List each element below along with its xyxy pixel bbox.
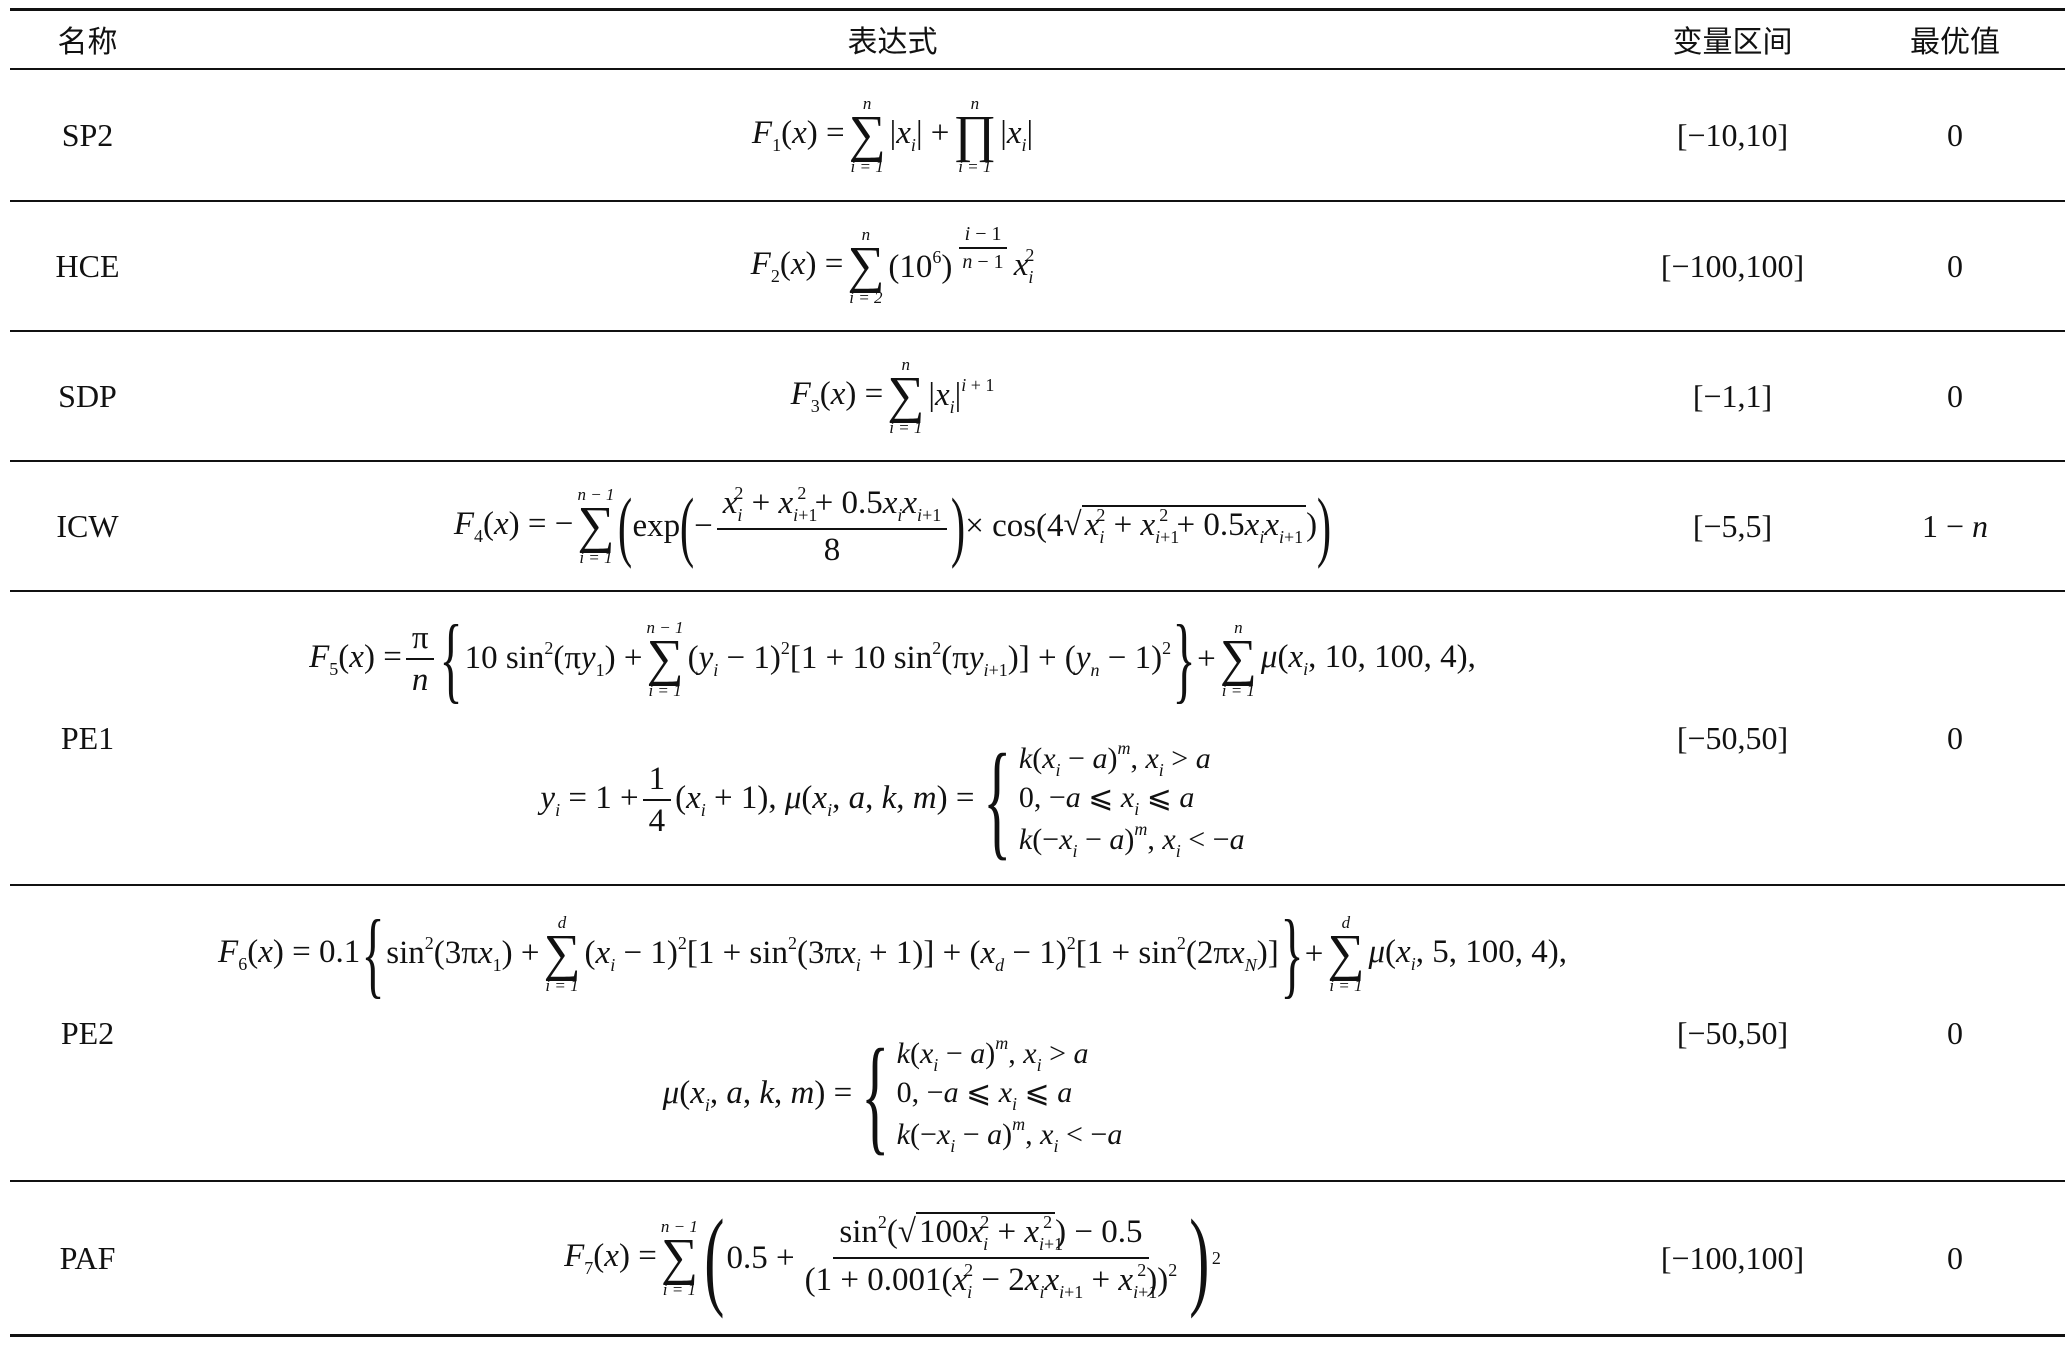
variable-range: [−10,10] [1676, 116, 1789, 153]
table-row: PAF F7(x) = n − 1∑i = 1 ( 0.5 + sin2(√10… [10, 1182, 2065, 1334]
bottom-rule [10, 1334, 2065, 1337]
function-name: SP2 [61, 116, 114, 153]
function-name: PE1 [60, 719, 115, 756]
header-range: 变量区间 [1672, 25, 1793, 60]
table-row: ICW F4(x) = − n − 1∑i = 1 ( exp ( − xi2 … [10, 462, 2065, 590]
optimum-value: 1 − n [1921, 507, 1989, 544]
optimum-value: 0 [1947, 1014, 1963, 1051]
formula-f7: F7(x) = n − 1∑i = 1 ( 0.5 + sin2(√100xi2… [564, 1197, 1221, 1319]
variable-range: [−100,100] [1660, 1239, 1805, 1276]
header-expression: 表达式 [847, 25, 938, 60]
table-row: SP2 F1(x) = n∑i = 1 |xi| + n∏i = 1 |xi| … [10, 70, 2065, 200]
top-rule [10, 8, 2065, 11]
optimum-value: 0 [1947, 377, 1963, 414]
variable-range: [−1,1] [1692, 377, 1773, 414]
header-row: 名称 表达式 变量区间 最优值 [10, 8, 2065, 70]
function-name: PE2 [60, 1014, 115, 1051]
optimum-value: 0 [1947, 247, 1963, 284]
row-divider [10, 200, 2065, 202]
variable-range: [−5,5] [1692, 507, 1773, 544]
formula-f3: F3(x) = n∑i = 1 |xi|i + 1 [790, 355, 995, 437]
table-row: SDP F3(x) = n∑i = 1 |xi|i + 1 [−1,1] 0 [10, 332, 2065, 460]
row-divider [10, 460, 2065, 462]
variable-range: [−50,50] [1676, 1014, 1789, 1051]
table-row: PE2 F6(x) = 0.1 { sin2(3πx1) + d∑i = 1 (… [10, 886, 2065, 1180]
function-name: SDP [58, 377, 117, 414]
row-divider [10, 590, 2065, 592]
header-optimum: 最优值 [1910, 25, 2000, 60]
optimum-value: 0 [1947, 1239, 1963, 1276]
row-divider [10, 1180, 2065, 1182]
optimum-value: 0 [1947, 719, 1963, 756]
function-name: HCE [55, 247, 120, 284]
formula-f6: F6(x) = 0.1 { sin2(3πx1) + d∑i = 1 (xi −… [218, 900, 1567, 1167]
row-divider [10, 884, 2065, 886]
variable-range: [−100,100] [1660, 247, 1805, 284]
formula-f1: F1(x) = n∑i = 1 |xi| + n∏i = 1 |xi| [751, 94, 1034, 176]
variable-range: [−50,50] [1676, 719, 1789, 756]
header-name: 名称 [57, 25, 118, 60]
function-name: PAF [59, 1239, 116, 1276]
header-rule [10, 68, 2065, 70]
function-name: ICW [56, 507, 119, 544]
row-divider [10, 330, 2065, 332]
formula-f4: F4(x) = − n − 1∑i = 1 ( exp ( − xi2 + xi… [453, 482, 1332, 569]
optimum-value: 0 [1947, 116, 1963, 153]
